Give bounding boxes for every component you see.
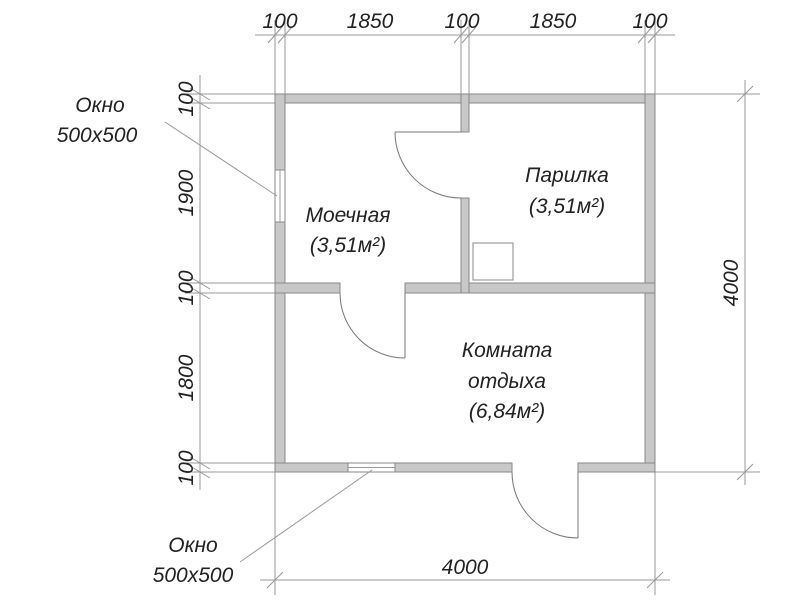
room-komnata-name-2: отдыха — [468, 370, 546, 393]
door-entrance — [511, 471, 579, 539]
dim-left-3: 100 — [175, 270, 198, 305]
room-moechnaya-area: (3,51м²) — [310, 234, 386, 257]
dimension-lines — [185, 20, 760, 595]
dim-bottom: 4000 — [442, 556, 489, 579]
dim-top-5: 100 — [632, 10, 667, 33]
dim-left-1: 100 — [175, 81, 198, 116]
dim-left-4: 1800 — [175, 354, 198, 401]
window-top-label: Окно — [75, 94, 125, 117]
room-komnata-area: (6,84м²) — [469, 400, 545, 423]
dim-left-5: 100 — [175, 450, 198, 485]
dim-top-2: 1850 — [347, 10, 394, 33]
room-moechnaya-name: Моечная — [306, 204, 391, 227]
window-left — [274, 169, 286, 223]
room-parilka-area: (3,51м²) — [529, 195, 605, 218]
stove — [472, 242, 514, 281]
window-bottom-label: Окно — [168, 534, 218, 557]
dim-top-3: 100 — [444, 10, 479, 33]
dim-top-1: 100 — [262, 10, 297, 33]
dim-left-2: 1900 — [175, 169, 198, 216]
dim-top-4: 1850 — [530, 10, 577, 33]
window-top-size: 500x500 — [57, 124, 138, 147]
room-parilka-name: Парилка — [525, 164, 609, 187]
walls — [274, 93, 656, 473]
window-bottom-size: 500x500 — [153, 564, 234, 587]
window-bottom — [347, 462, 396, 473]
door-moechnaya — [339, 292, 406, 359]
room-komnata-name-1: Комната — [462, 339, 553, 362]
dim-right: 4000 — [720, 259, 743, 306]
door-parilka — [394, 131, 462, 199]
